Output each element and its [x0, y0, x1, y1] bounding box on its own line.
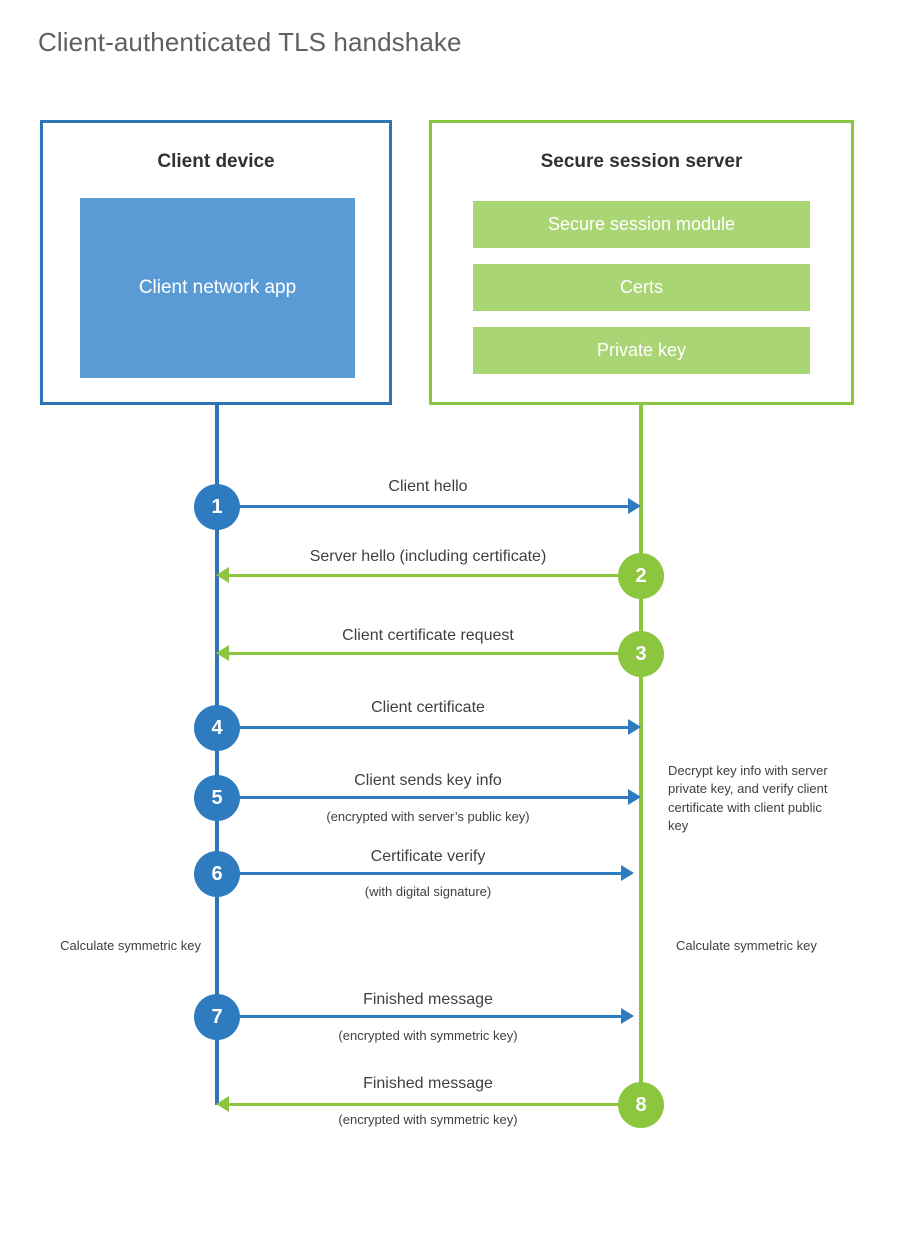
- message-label-step-5: Client sends key info: [354, 772, 502, 789]
- client-device-box: Client device Client network app: [40, 120, 392, 405]
- server-calculate-symmetric-key-note: Calculate symmetric key: [676, 938, 817, 953]
- server-component-certs: Certs: [473, 264, 810, 311]
- arrow-line-step-2: [228, 574, 641, 577]
- arrow-head-step-4: [628, 719, 641, 735]
- arrow-line-step-6: [217, 872, 622, 875]
- arrow-head-step-3: [216, 645, 229, 661]
- message-label-step-4: Client certificate: [371, 699, 485, 716]
- server-component-secure-session-module: Secure session module: [473, 201, 810, 248]
- message-label-step-2: Server hello (including certificate): [309, 548, 547, 565]
- step-circle-2[interactable]: 2: [618, 553, 664, 599]
- arrow-line-step-5: [217, 796, 629, 799]
- server-decrypt-note: Decrypt key info with server private key…: [668, 763, 828, 834]
- arrow-head-step-2: [216, 567, 229, 583]
- arrow-head-step-7: [621, 1008, 634, 1024]
- message-sublabel-step-5: (encrypted with server’s public key): [326, 809, 530, 824]
- secure-session-server-box: Secure session server Secure session mod…: [429, 120, 854, 405]
- arrow-line-step-1: [217, 505, 629, 508]
- message-label-step-6: Certificate verify: [370, 848, 486, 865]
- message-sublabel-step-7: (encrypted with symmetric key): [338, 1028, 518, 1043]
- message-sublabel-step-8: (encrypted with symmetric key): [338, 1112, 518, 1127]
- arrow-line-step-4: [217, 726, 629, 729]
- client-device-title: Client device: [157, 151, 275, 172]
- arrow-head-step-5: [628, 789, 641, 805]
- client-network-app-block: Client network app: [80, 198, 355, 378]
- step-circle-1[interactable]: 1: [194, 484, 240, 530]
- page-title: Client-authenticated TLS handshake: [38, 27, 462, 57]
- step-circle-6[interactable]: 6: [194, 851, 240, 897]
- arrow-head-step-6: [621, 865, 634, 881]
- step-circle-8[interactable]: 8: [618, 1082, 664, 1128]
- step-circle-7[interactable]: 7: [194, 994, 240, 1040]
- secure-session-server-title: Secure session server: [540, 151, 743, 172]
- message-label-step-3: Client certificate request: [342, 627, 514, 644]
- step-circle-3[interactable]: 3: [618, 631, 664, 677]
- step-circle-4[interactable]: 4: [194, 705, 240, 751]
- client-calculate-symmetric-key-note: Calculate symmetric key: [60, 938, 201, 953]
- arrow-line-step-8: [228, 1103, 641, 1106]
- client-lifeline: [215, 405, 219, 1105]
- arrow-line-step-7: [217, 1015, 622, 1018]
- message-sublabel-step-6: (with digital signature): [364, 884, 492, 899]
- arrow-head-step-8: [216, 1096, 229, 1112]
- server-lifeline: [639, 405, 643, 1105]
- message-label-step-1: Client hello: [388, 478, 468, 495]
- step-circle-5[interactable]: 5: [194, 775, 240, 821]
- server-component-private-key: Private key: [473, 327, 810, 374]
- message-label-step-7: Finished message: [363, 991, 493, 1008]
- arrow-line-step-3: [228, 652, 641, 655]
- arrow-head-step-1: [628, 498, 641, 514]
- message-label-step-8: Finished message: [363, 1075, 493, 1092]
